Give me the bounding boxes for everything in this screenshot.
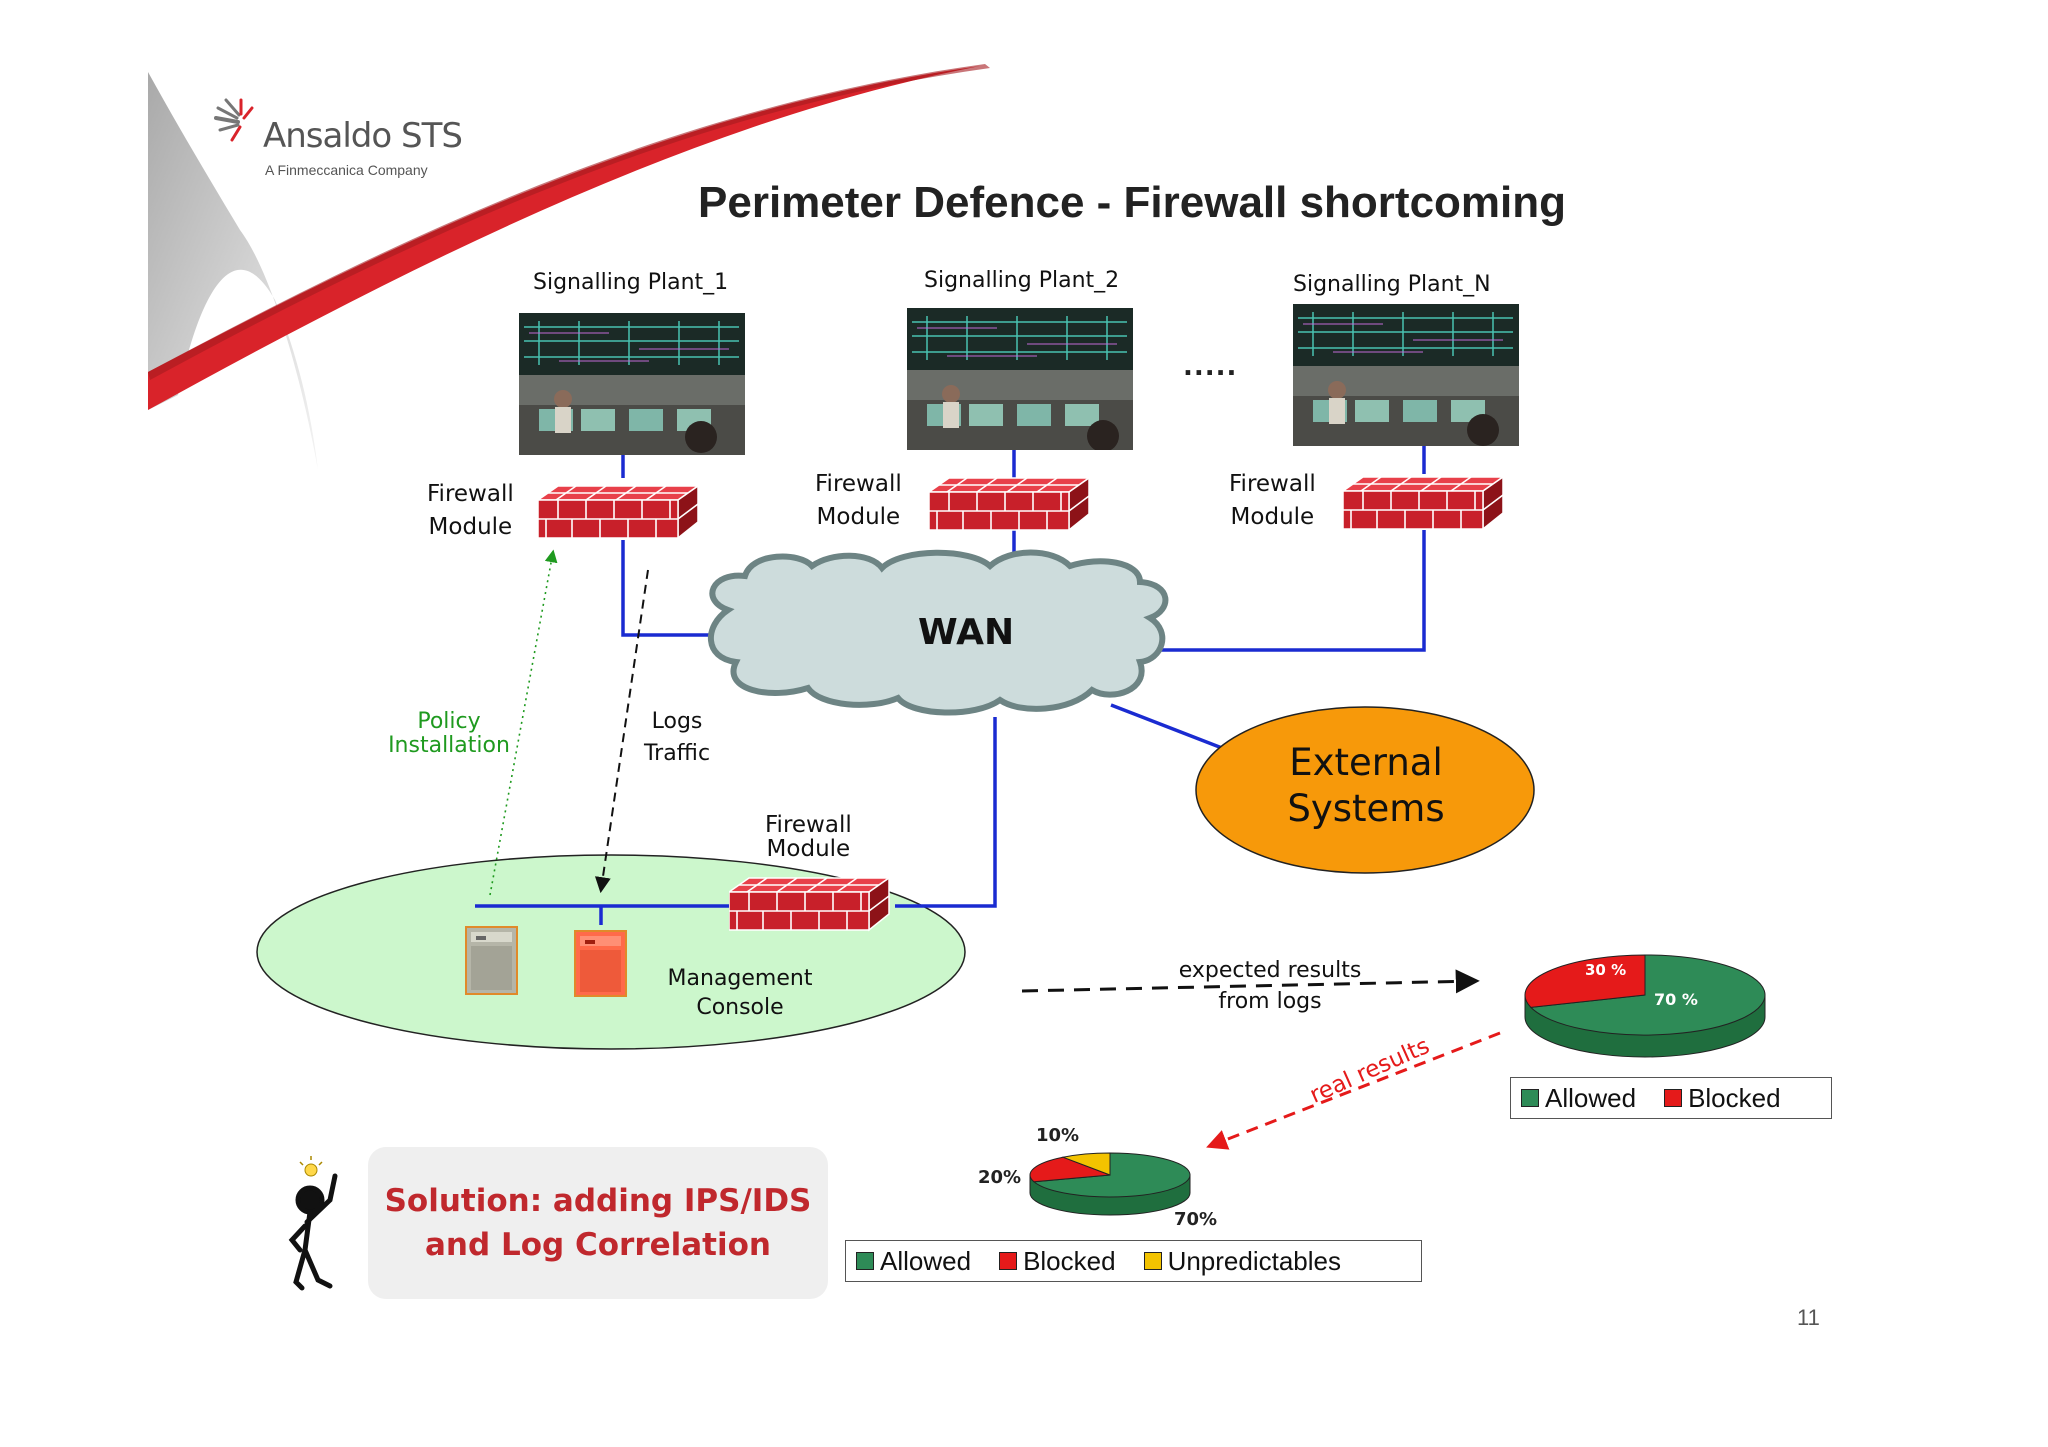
firewall-label-line1: Firewall (765, 812, 852, 838)
logo-brand: Ansaldo STS (263, 116, 463, 156)
legend-label: Blocked (1023, 1245, 1116, 1276)
idea-figure-icon (288, 1173, 338, 1291)
external-line1: External (1289, 741, 1443, 784)
pie-chart-real: 70% 20% 10% (978, 1125, 1217, 1230)
pie-slice-blocked (1524, 954, 1646, 1008)
plant-label-1: Signalling Plant_1 (533, 270, 729, 295)
pie-label-unpredictables: 10% (1036, 1125, 1079, 1146)
server-icon-grey (465, 926, 518, 995)
external-systems-ellipse (1195, 706, 1535, 874)
solution-callout: Solution: adding IPS/IDS and Log Correla… (368, 1147, 828, 1299)
server-icon-red (574, 930, 627, 997)
firewall-label-line2: Module (428, 514, 513, 540)
legend-item-allowed: Allowed (856, 1246, 971, 1277)
firewall-label-line1: Firewall (1229, 471, 1316, 497)
management-console-label: Management Console (660, 964, 820, 1022)
expected-results-label: expected results from logs (1160, 955, 1380, 1017)
firewall-label-1: Firewall Module (427, 478, 514, 544)
legend-label: Allowed (1545, 1082, 1637, 1113)
logs-line2: Traffic (643, 741, 711, 766)
legend-expected: Allowed Blocked (1510, 1077, 1832, 1119)
solution-line1: Solution: adding IPS/IDS (384, 1183, 812, 1219)
external-systems-label: External Systems (1236, 740, 1496, 832)
firewall-label-line2: Module (766, 836, 851, 862)
page-number: 11 (1797, 1305, 1820, 1330)
expected-line1: expected results (1178, 958, 1362, 983)
pie-slice-unpredictables (1061, 1152, 1111, 1176)
lightbulb-icon (299, 1156, 323, 1177)
page-title: Perimeter Defence - Firewall shortcoming (698, 178, 1567, 227)
pie-label-allowed: 70% (1174, 1209, 1217, 1230)
legend-label: Blocked (1688, 1082, 1781, 1113)
legend-item-allowed: Allowed (1521, 1083, 1636, 1114)
logs-traffic-label: Logs Traffic (632, 706, 722, 770)
firewall-label-console: Firewall Module (765, 813, 852, 861)
plants-ellipsis: ..... (1183, 352, 1238, 382)
expected-line2: from logs (1218, 989, 1322, 1014)
policy-line2: Installation (388, 733, 510, 758)
firewall-module-n (1343, 475, 1506, 531)
logo-burst-icon (214, 98, 254, 142)
pie-slice-allowed (1529, 954, 1766, 1036)
plant-label-2: Signalling Plant_2 (924, 268, 1120, 293)
firewall-label-line1: Firewall (427, 481, 514, 507)
firewall-label-line2: Module (1230, 504, 1315, 530)
console-line2: Console (696, 995, 784, 1020)
pie-label-allowed: 70 % (1654, 990, 1698, 1009)
pie-slice-allowed (1032, 1152, 1191, 1198)
policy-line1: Policy (417, 709, 481, 734)
control-room-image-n (1293, 304, 1519, 446)
plant-label-n: Signalling Plant_N (1293, 272, 1491, 297)
legend-label: Unpredictables (1167, 1245, 1341, 1276)
legend-item-blocked: Blocked (1664, 1083, 1781, 1114)
pie-label-blocked: 20% (978, 1167, 1021, 1188)
pie-label-blocked: 30 % (1585, 961, 1626, 979)
legend-label: Allowed (880, 1245, 972, 1276)
wan-label: WAN (918, 612, 1015, 653)
legend-item-blocked: Blocked (999, 1246, 1116, 1277)
firewall-bricks (538, 485, 699, 538)
legend-item-unpredictables: Unpredictables (1143, 1245, 1341, 1277)
firewall-module-console (729, 876, 892, 932)
logo-tagline: A Finmeccanica Company (265, 162, 428, 178)
firewall-label-2: Firewall Module (815, 468, 902, 534)
logs-line1: Logs (651, 709, 703, 734)
firewall-bricks (929, 477, 1090, 530)
firewall-label-line1: Firewall (815, 471, 902, 497)
firewall-bricks (1343, 476, 1504, 529)
pie-chart-expected: 70 % 30 % (1524, 954, 1766, 1058)
firewall-module-1 (538, 484, 701, 540)
wan-cloud (708, 549, 1169, 716)
firewall-label-line2: Module (816, 504, 901, 530)
policy-installation-label: Policy Installation (380, 710, 518, 758)
pie-slice-blocked (1029, 1156, 1111, 1183)
legend-real: Allowed Blocked Unpredictables (845, 1240, 1422, 1282)
firewall-module-2 (929, 476, 1092, 532)
control-room-image-2 (907, 308, 1133, 450)
control-room-image-1 (519, 313, 745, 455)
firewall-label-n: Firewall Module (1229, 468, 1316, 534)
console-line1: Management (667, 966, 813, 991)
firewall-bricks (729, 877, 890, 930)
solution-line2: and Log Correlation (424, 1227, 771, 1263)
external-line2: Systems (1287, 787, 1445, 830)
